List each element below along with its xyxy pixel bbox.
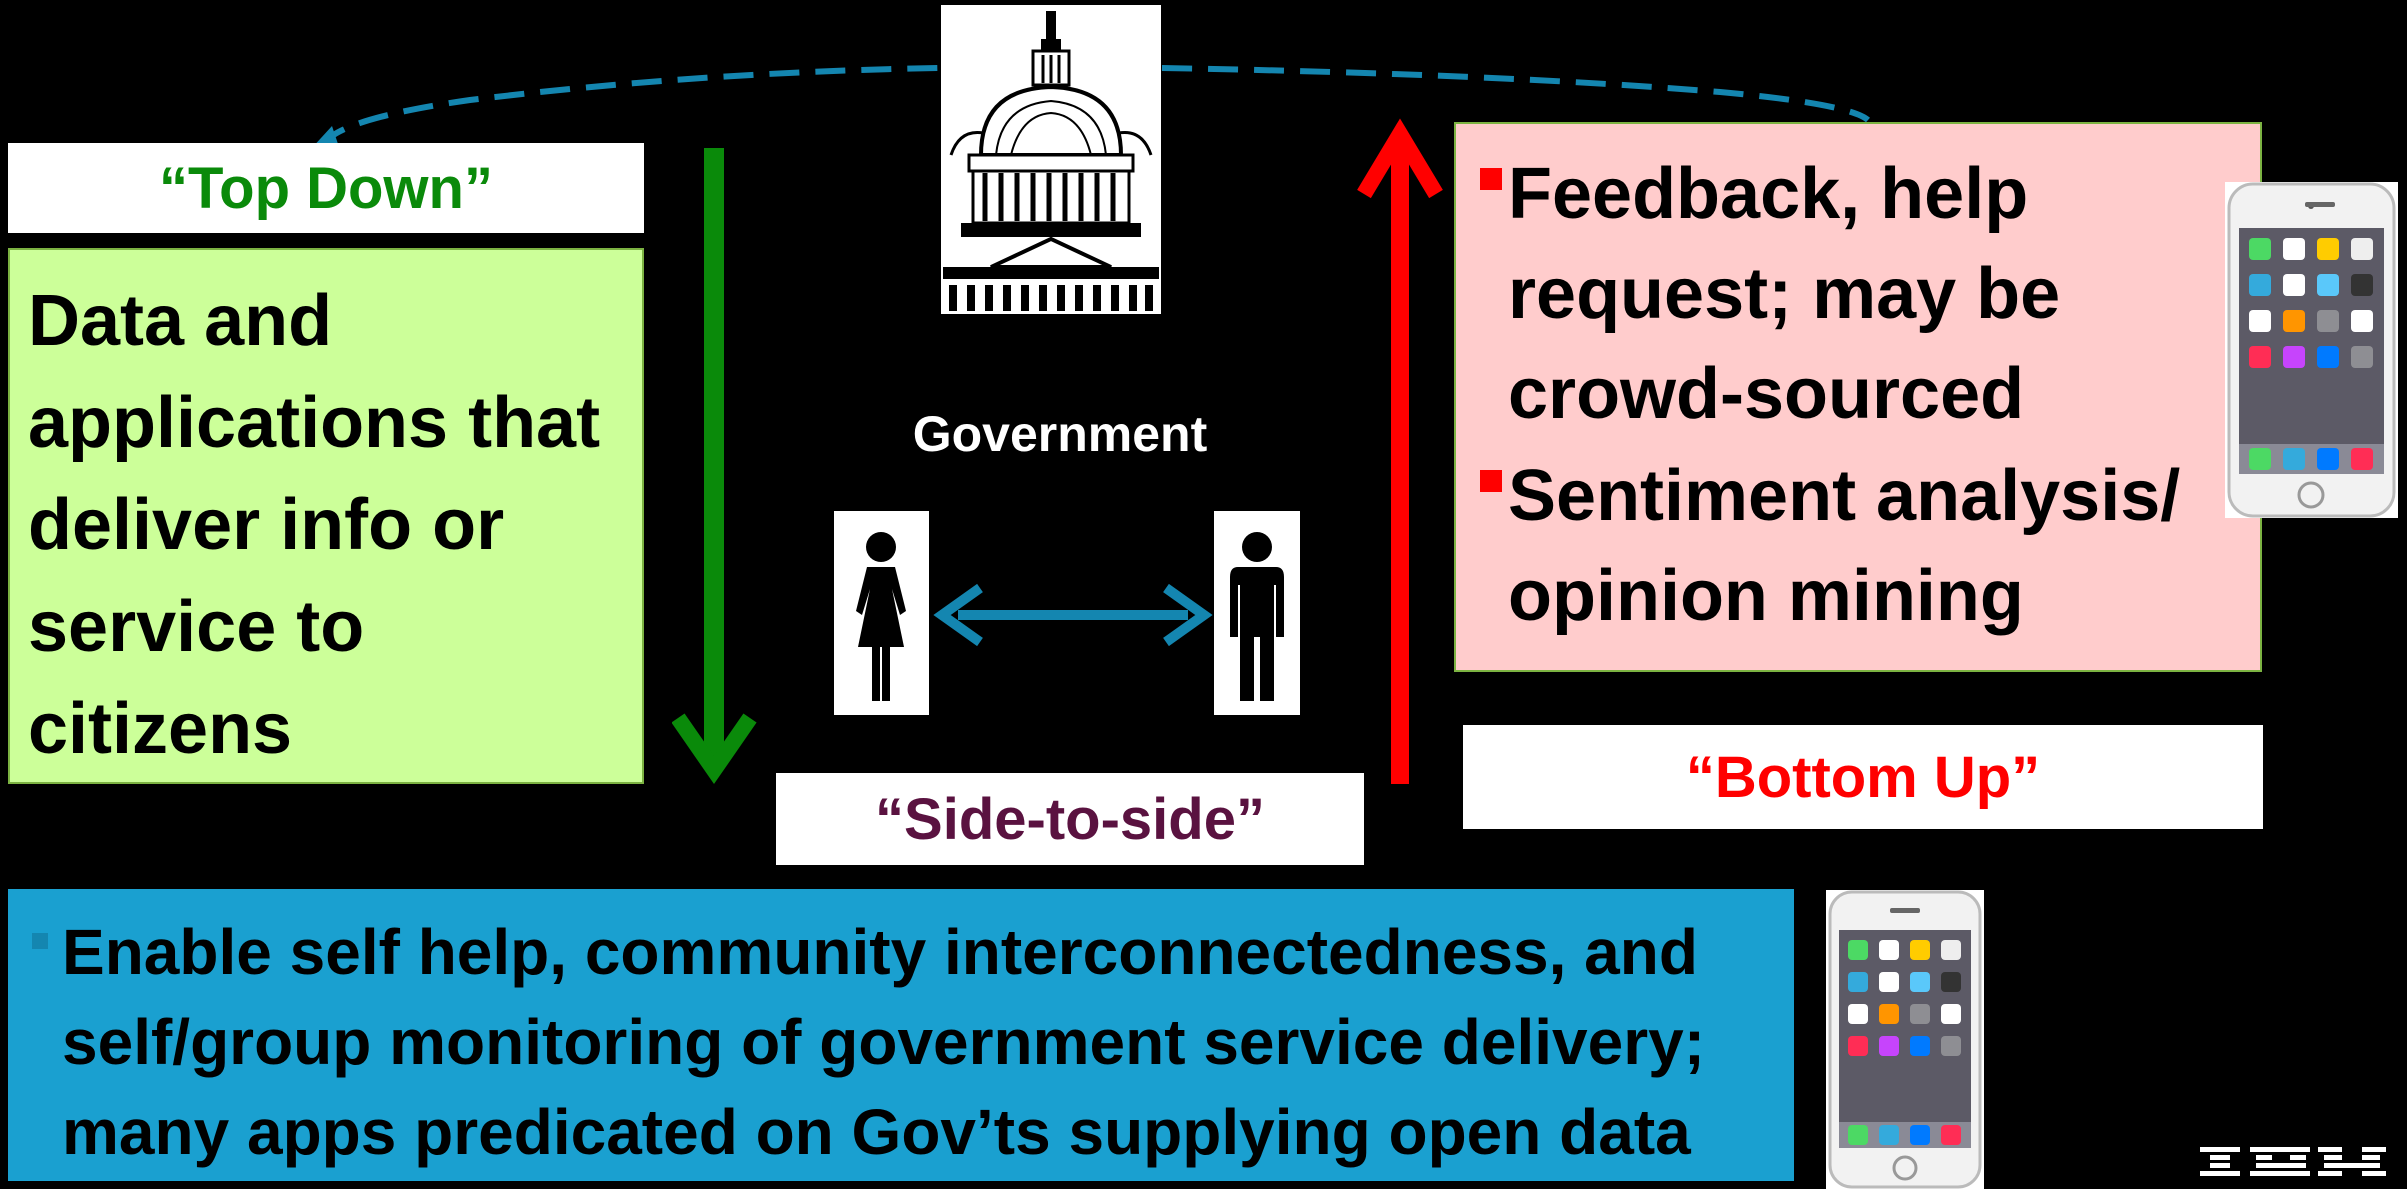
smartphone-icon xyxy=(1826,890,1984,1189)
bottom-up-arrow xyxy=(1357,118,1443,784)
top-down-panel: Data and applications that deliver info … xyxy=(8,248,644,784)
top-down-arrow xyxy=(672,148,757,785)
bullet-square-icon xyxy=(1480,168,1502,190)
man-icon xyxy=(1214,511,1300,715)
side-to-side-label: “Side-to-side” xyxy=(776,773,1364,865)
bottom-up-label: “Bottom Up” xyxy=(1463,725,2263,829)
side-to-side-arrow xyxy=(933,583,1213,647)
capitol-building-icon xyxy=(941,5,1161,314)
top-down-description: Data and applications that deliver info … xyxy=(28,281,601,769)
bottom-up-bullet-text: Sentiment analysis/ opinion mining xyxy=(1508,456,2181,636)
top-down-label: “Top Down” xyxy=(8,143,644,233)
community-panel: Enable self help, community interconnect… xyxy=(8,889,1794,1181)
community-bullet-text: Enable self help, community interconnect… xyxy=(62,916,1705,1168)
bottom-up-bullet: Sentiment analysis/ opinion mining xyxy=(1480,446,2246,646)
bottom-up-panel: Feedback, help request; may be crowd-sou… xyxy=(1454,122,2262,672)
government-label: Government xyxy=(912,406,1208,462)
bottom-up-bullet-text: Feedback, help request; may be crowd-sou… xyxy=(1508,154,2061,434)
ibm-logo-icon xyxy=(2198,1143,2398,1183)
community-bullet: Enable self help, community interconnect… xyxy=(32,907,1774,1177)
bullet-square-icon xyxy=(32,933,48,949)
smartphone-icon xyxy=(2225,182,2398,518)
bullet-square-icon xyxy=(1480,470,1502,492)
bottom-up-bullet: Feedback, help request; may be crowd-sou… xyxy=(1480,144,2246,444)
woman-icon xyxy=(834,511,929,715)
